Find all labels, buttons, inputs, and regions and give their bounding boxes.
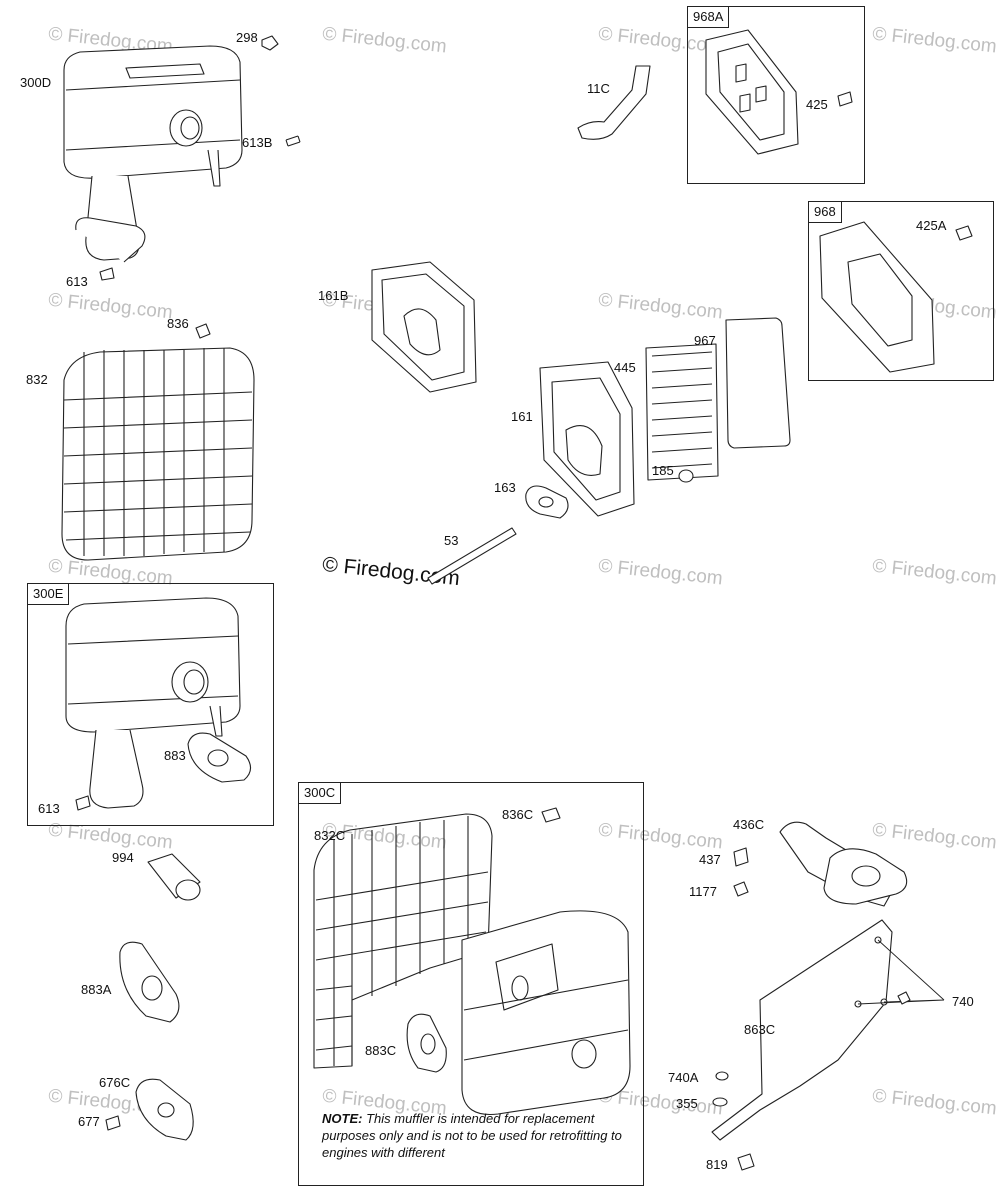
group-tag-968a: 968A (687, 6, 730, 28)
part-label-53: 53 (444, 533, 459, 548)
cover-968a-drawing (706, 30, 798, 154)
base-161b-drawing (372, 262, 476, 392)
group-box-300c: 300C (298, 782, 644, 1186)
nut-298-drawing (262, 36, 278, 50)
nut-740a-drawing (716, 1072, 728, 1080)
screw-613b-drawing (286, 136, 300, 146)
gasket-163-drawing (526, 486, 568, 518)
tube-11c-drawing (578, 66, 650, 139)
part-label-863c: 863C (744, 1022, 776, 1037)
cover-968-drawing (820, 222, 934, 372)
part-label-836c: 836C (502, 807, 534, 822)
screw-836-drawing (196, 324, 210, 338)
screw-613-drawing (100, 268, 114, 280)
muffler-300c-drawing (462, 911, 630, 1115)
part-label-832: 832 (26, 372, 48, 387)
gasket-883c-drawing (407, 1014, 446, 1072)
part-label-445: 445 (614, 360, 636, 375)
muffler-300d-drawing (64, 46, 242, 262)
precleaner-967-drawing (726, 318, 790, 448)
part-label-300d: 300D (20, 75, 52, 90)
part-label-161: 161 (511, 409, 533, 424)
guard-832c-drawing (314, 814, 492, 1068)
part-label-740a: 740A (668, 1070, 699, 1085)
part-label-425a: 425A (916, 218, 947, 233)
replacement-note: NOTE: This muffler is intended for repla… (322, 1110, 642, 1161)
part-label-298: 298 (236, 30, 258, 45)
part-label-819: 819 (706, 1157, 728, 1172)
nut-740-drawing (898, 992, 910, 1004)
part-label-437: 437 (699, 852, 721, 867)
screw-425a-drawing (956, 226, 972, 240)
note-prefix: NOTE: (322, 1111, 363, 1126)
part-label-1177: 1177 (689, 884, 717, 899)
group-box-968: 968 (808, 201, 994, 381)
screw-819-drawing (738, 1154, 754, 1170)
part-label-676c: 676C (99, 1075, 131, 1090)
guard-832-drawing (62, 348, 254, 560)
part-label-436c: 436C (733, 817, 765, 832)
part-label-967: 967 (694, 333, 716, 348)
part-label-677: 677 (78, 1114, 100, 1129)
gasket-883-drawing (188, 733, 251, 782)
washer-355-drawing (713, 1098, 727, 1106)
screw-836c-drawing (542, 808, 560, 822)
base-161-drawing (540, 362, 634, 516)
group-tag-300e: 300E (27, 583, 70, 605)
bracket-863c-drawing (712, 920, 892, 1140)
plate-676c-drawing (136, 1079, 193, 1140)
muffler-300e-drawing (66, 598, 240, 808)
group-box-968a: 968A (687, 6, 865, 184)
elbow-436c-drawing (780, 822, 907, 906)
part-label-185: 185 (652, 463, 674, 478)
deflector-994-drawing (148, 854, 200, 900)
screw-437-drawing (734, 848, 748, 866)
part-label-11c: 11C (587, 81, 610, 96)
part-label-883a: 883A (81, 982, 112, 997)
nut-1177-drawing (734, 882, 748, 896)
part-label-161b: 161B (318, 288, 349, 303)
part-label-355: 355 (676, 1096, 698, 1111)
part-label-740: 740 (952, 994, 974, 1009)
part-label-883: 883 (164, 748, 186, 763)
part-label-613-300e: 613 (38, 801, 60, 816)
filter-445-drawing (646, 344, 718, 480)
group-box-300e: 300E (27, 583, 274, 826)
screw-677-drawing (106, 1116, 120, 1130)
stud-53-drawing (428, 528, 516, 584)
group-tag-300c: 300C (298, 782, 342, 804)
screw-425-drawing (838, 92, 852, 106)
part-label-994: 994 (112, 850, 134, 865)
gasket-883a-drawing (120, 942, 179, 1022)
part-label-613b: 613B (242, 135, 273, 150)
note-text: This muffler is intended for replacement… (322, 1111, 622, 1160)
part-label-425: 425 (806, 97, 828, 112)
part-label-836: 836 (167, 316, 189, 331)
grommet-185-drawing (679, 470, 693, 482)
part-label-613: 613 (66, 274, 88, 289)
part-label-163: 163 (494, 480, 516, 495)
screw-613-300e-drawing (76, 796, 90, 810)
part-label-883c: 883C (365, 1043, 397, 1058)
group-tag-968: 968 (808, 201, 842, 223)
part-label-832c: 832C (314, 828, 346, 843)
